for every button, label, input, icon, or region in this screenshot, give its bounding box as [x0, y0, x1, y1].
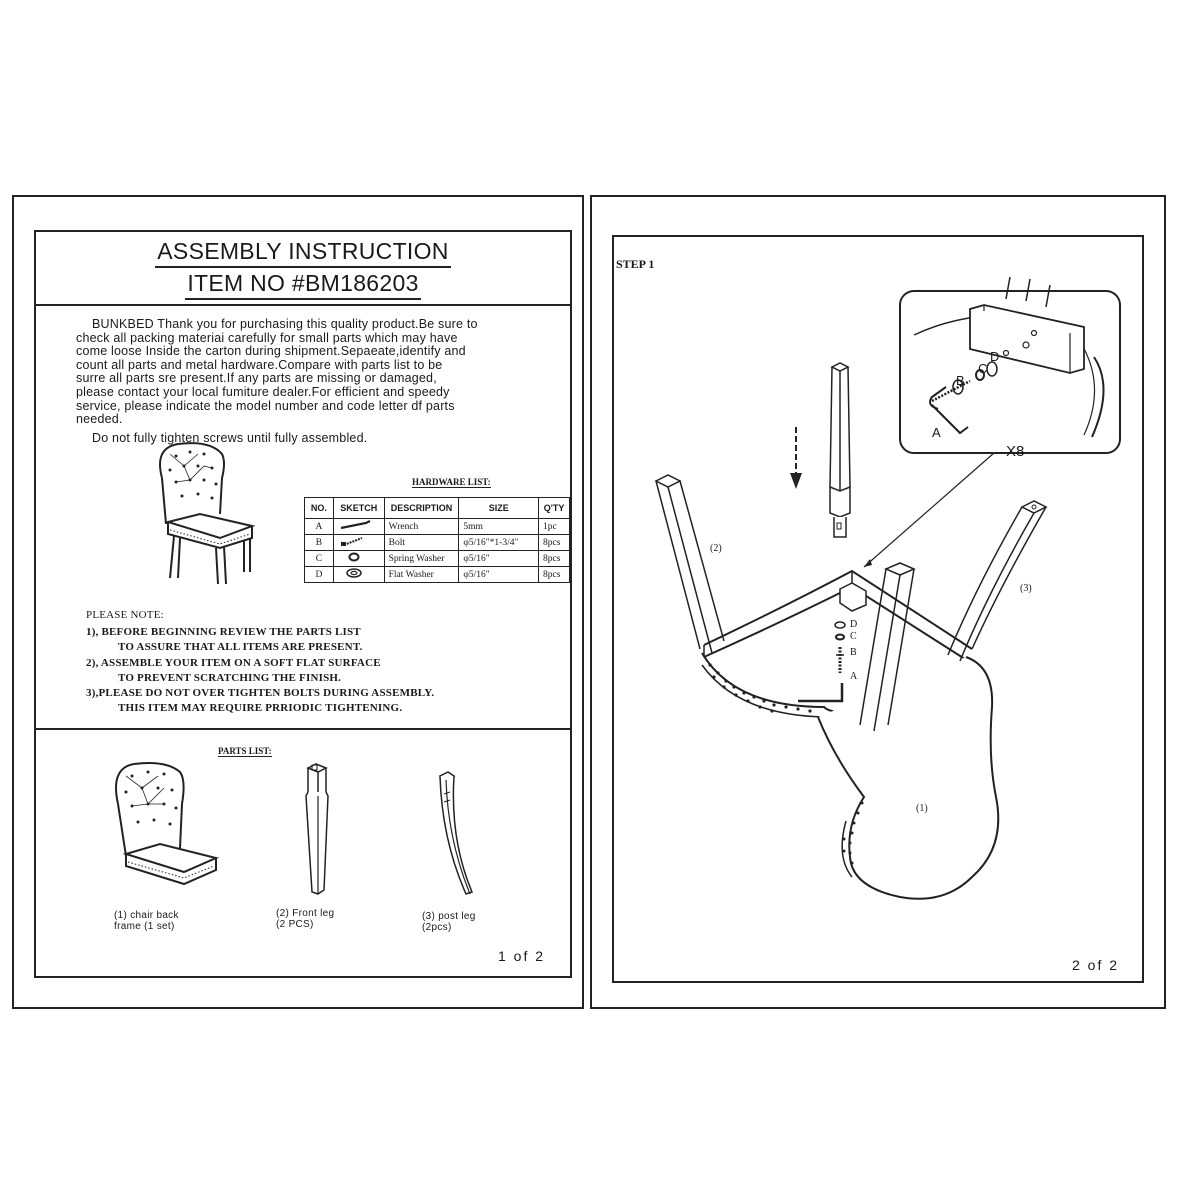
note-line: TO ASSURE THAT ALL ITEMS ARE PRESENT. — [118, 641, 363, 654]
callout-label-b: B — [956, 373, 965, 388]
note-line: TO PREVENT SCRATCHING THE FINISH. — [118, 671, 342, 684]
part-caption-2: (2) Front leg (2 PCS) — [276, 908, 335, 930]
stack-label-b: B — [850, 647, 857, 658]
table-row: C Spring Washer φ5/16" 8pcs — [304, 550, 570, 567]
front-leg-drawing — [305, 763, 329, 895]
note-title: PLEASE NOTE: — [86, 609, 164, 621]
intro-line: count all parts and metal hardware.Compa… — [76, 357, 443, 372]
chair-back-frame-drawing — [115, 762, 220, 886]
hardware-header-row: NO. SKETCH DESCRIPTION SIZE Q'TY — [304, 497, 570, 519]
tighten-warning: Do not fully tighten screws until fully … — [92, 431, 368, 445]
note-line: 1), BEFORE BEGINNING REVIEW THE PARTS LI… — [86, 626, 361, 639]
page-2-frame: STEP 1 — [612, 235, 1144, 983]
spring-washer-icon — [332, 550, 385, 567]
page-number: 2 of 2 — [1072, 957, 1120, 973]
post-leg-drawing — [438, 771, 474, 895]
step-1-assembly-diagram — [654, 276, 1121, 900]
section-divider — [36, 728, 570, 730]
note-line: THIS ITEM MAY REQUIRE PRRIODIC TIGHTENIN… — [118, 702, 403, 715]
intro-line: service, please indicate the model numbe… — [76, 398, 455, 413]
please-note-section: PLEASE NOTE: 1), BEFORE BEGINNING REVIEW… — [86, 608, 434, 716]
note-line: 3),PLEASE DO NOT OVER TIGHTEN BOLTS DURI… — [86, 687, 435, 700]
hardware-table: NO. SKETCH DESCRIPTION SIZE Q'TY A Wrenc… — [304, 497, 570, 583]
part-label-post-leg: (3) — [1020, 583, 1032, 594]
note-line: 2), ASSEMBLE YOUR ITEM ON A SOFT FLAT SU… — [86, 656, 381, 669]
callout-label-d: D — [990, 349, 1000, 364]
page-1-frame: ASSEMBLY INSTRUCTION ITEM NO #BM186203 B… — [34, 230, 572, 978]
intro-line: check all packing materiai carefully for… — [76, 330, 458, 345]
instruction-page-2: STEP 1 — [590, 195, 1166, 1009]
wrench-icon — [332, 518, 385, 535]
table-row: A Wrench 5mm 1pc — [304, 518, 570, 535]
col-description: DESCRIPTION — [383, 497, 460, 519]
instruction-page-1: ASSEMBLY INSTRUCTION ITEM NO #BM186203 B… — [12, 195, 584, 1009]
part-label-front-leg: (2) — [710, 543, 722, 554]
title-box: ASSEMBLY INSTRUCTION ITEM NO #BM186203 — [36, 232, 570, 306]
hardware-list-title: HARDWARE LIST: — [412, 477, 491, 488]
intro-line: please contact your local fumiture deale… — [76, 384, 450, 399]
table-row: D Flat Washer φ5/16" 8pcs — [304, 566, 570, 583]
callout-label-a: A — [932, 425, 941, 440]
intro-paragraph: BUNKBED Thank you for purchasing this qu… — [76, 317, 536, 427]
bolt-icon — [332, 534, 385, 551]
intro-line: come loose Inside the carton during ship… — [76, 344, 466, 359]
intro-line: needed. — [76, 412, 123, 427]
step-title: STEP 1 — [616, 257, 655, 271]
col-sketch: SKETCH — [332, 497, 385, 519]
table-row: B Bolt φ5/16"*1-3/4" 8pcs — [304, 534, 570, 551]
assembled-chair-illustration — [159, 442, 256, 585]
col-qty: Q'TY — [538, 497, 570, 519]
callout-label-c: C — [978, 361, 988, 376]
stack-label-d: D — [850, 619, 858, 630]
stack-label-c: C — [850, 631, 857, 642]
col-size: SIZE — [458, 497, 540, 519]
page-number: 1 of 2 — [498, 948, 546, 964]
intro-line: surre all parts sre present.If any parts… — [76, 371, 437, 386]
intro-line: BUNKBED Thank you for purchasing this qu… — [92, 317, 478, 331]
col-no: NO. — [304, 497, 334, 519]
part-label-frame: (1) — [916, 803, 928, 814]
item-number: ITEM NO #BM186203 — [185, 268, 421, 300]
quantity-callout: X8 — [1006, 443, 1025, 460]
stack-label-a: A — [850, 671, 858, 682]
parts-list-title: PARTS LIST: — [218, 746, 272, 757]
flat-washer-icon — [332, 566, 385, 583]
document-title: ASSEMBLY INSTRUCTION — [155, 236, 451, 268]
part-caption-1: (1) chair back frame (1 set) — [114, 910, 179, 932]
part-caption-3: (3) post leg (2pcs) — [422, 911, 476, 933]
